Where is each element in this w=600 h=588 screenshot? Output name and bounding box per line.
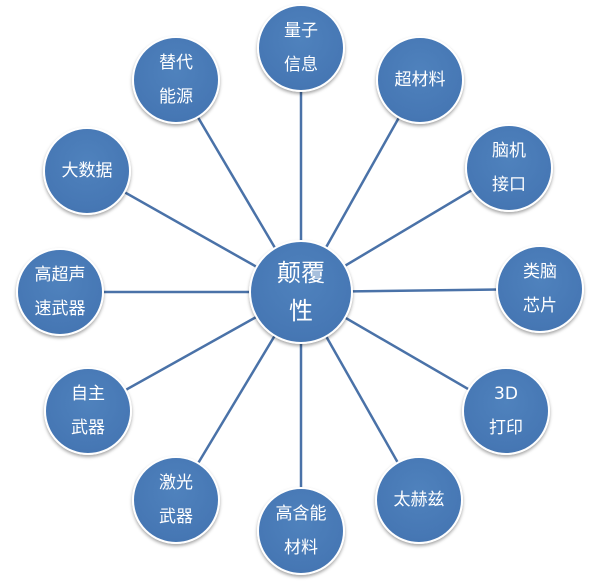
center-node-disruptive: 颠覆 性	[249, 240, 353, 344]
node-brainchip: 类脑 芯片	[496, 245, 584, 333]
node-terahertz: 太赫兹	[375, 456, 463, 544]
node-label: 自主 武器	[71, 384, 105, 438]
node-label: 高含能 材料	[275, 504, 327, 558]
node-label: 3D 打印	[489, 384, 523, 438]
node-laser: 激光 武器	[132, 456, 220, 544]
node-autonomous: 自主 武器	[44, 367, 132, 455]
node-label: 激光 武器	[159, 473, 193, 527]
node-label: 大数据	[61, 161, 113, 181]
node-quantum-info: 量子 信息	[257, 4, 345, 92]
node-label: 高超声 速武器	[34, 265, 86, 319]
node-label: 太赫兹	[393, 490, 445, 510]
center-node-label: 颠覆 性	[277, 259, 325, 325]
node-3dprint: 3D 打印	[462, 367, 550, 455]
node-label: 脑机 接口	[492, 141, 526, 195]
node-label: 替代 能源	[159, 53, 193, 107]
node-supermaterial: 超材料	[376, 36, 464, 124]
node-bigdata: 大数据	[43, 127, 131, 215]
node-bci: 脑机 接口	[465, 124, 553, 212]
node-hypersonic: 高超声 速武器	[16, 248, 104, 336]
node-label: 类脑 芯片	[523, 262, 557, 316]
node-label: 量子 信息	[284, 21, 318, 75]
node-altenergy: 替代 能源	[132, 36, 220, 124]
node-label: 超材料	[394, 70, 446, 90]
node-energetic: 高含能 材料	[257, 487, 345, 575]
